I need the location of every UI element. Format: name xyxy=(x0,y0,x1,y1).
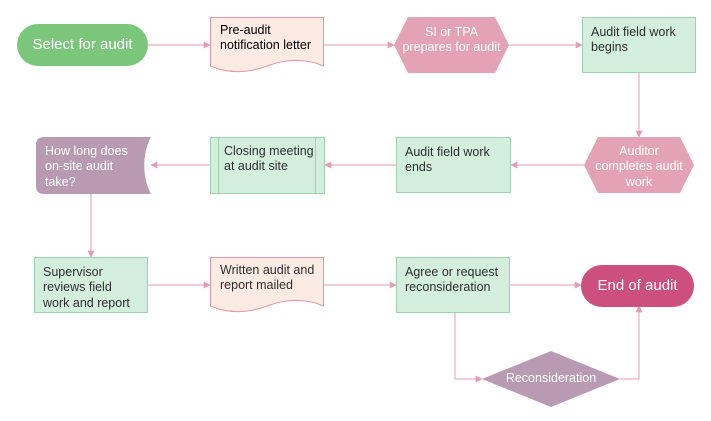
reconsideration-decision[interactable]: Reconsideration xyxy=(482,351,620,407)
auditor-completes-label: Auditor completes audit work xyxy=(595,144,683,189)
agree-label: Agree or request reconsideration xyxy=(405,265,499,295)
written-document[interactable]: Written audit and report mailed xyxy=(210,257,324,314)
arrow-agree-to-reconsideration xyxy=(454,313,483,383)
written-label: Written audit and report mailed xyxy=(220,263,315,293)
si-tpa-preparation[interactable]: SI or TPA prepares for audit xyxy=(394,17,509,73)
field-begins-label: Audit field work begins xyxy=(591,25,676,55)
closing-label: Closing meeting at audit site xyxy=(224,144,314,174)
end-label: End of audit xyxy=(597,276,678,294)
how-long-delay[interactable]: How long does on-site audit take? xyxy=(36,137,151,194)
auditor-completes-preparation[interactable]: Auditor completes audit work xyxy=(584,137,694,193)
how-long-label: How long does on-site audit take? xyxy=(45,144,128,189)
closing-predefined-process[interactable]: Closing meeting at audit site xyxy=(210,137,325,194)
field-ends-process[interactable]: Audit field work ends xyxy=(396,137,511,193)
notification-label: Pre-audit notification letter xyxy=(220,23,312,53)
agree-process[interactable]: Agree or request reconsideration xyxy=(396,257,510,313)
start-label: Select for audit xyxy=(32,35,133,53)
arrow-reconsideration-to-end xyxy=(620,305,643,380)
field-ends-label: Audit field work ends xyxy=(405,145,490,175)
si-tpa-label: SI or TPA prepares for audit xyxy=(402,25,501,55)
end-terminator[interactable]: End of audit xyxy=(581,265,694,307)
reconsideration-label: Reconsideration xyxy=(505,371,597,385)
supervisor-label: Supervisor reviews field work and report xyxy=(43,265,130,310)
start-terminator[interactable]: Select for audit xyxy=(17,24,148,66)
supervisor-process[interactable]: Supervisor reviews field work and report xyxy=(34,257,148,313)
notification-document[interactable]: Pre-audit notification letter xyxy=(210,17,324,74)
field-begins-process[interactable]: Audit field work begins xyxy=(582,17,696,73)
